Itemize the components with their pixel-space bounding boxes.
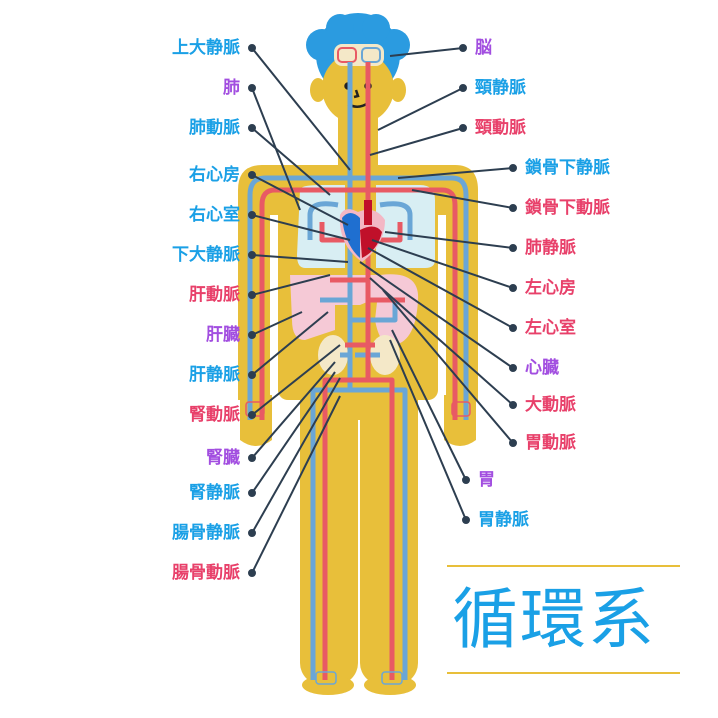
label-right-6: 左心房 xyxy=(525,278,576,298)
leader-dot xyxy=(459,44,467,52)
leader-line xyxy=(382,289,514,444)
leader-line xyxy=(369,127,464,156)
leader-line xyxy=(389,47,464,57)
label-left-10: 腎臓 xyxy=(206,448,240,468)
leader-line xyxy=(251,377,341,534)
leader-dot xyxy=(248,454,256,462)
leader-dot xyxy=(459,124,467,132)
label-left-11: 腎静脈 xyxy=(189,483,240,503)
title-rule-top xyxy=(447,565,680,567)
leader-dot xyxy=(248,331,256,339)
leader-dot xyxy=(248,84,256,92)
leader-line xyxy=(251,395,341,574)
title-rule-bottom xyxy=(447,672,680,674)
label-left-9: 腎動脈 xyxy=(189,405,240,425)
label-right-8: 心臓 xyxy=(525,358,559,378)
leader-dot xyxy=(248,291,256,299)
label-left-6: 肝動脈 xyxy=(189,285,240,305)
leader-dot xyxy=(509,244,517,252)
label-right-5: 肺静脈 xyxy=(525,238,576,258)
leader-line xyxy=(251,214,351,241)
leader-line xyxy=(397,167,514,179)
label-left-0: 上大静脈 xyxy=(172,38,240,58)
label-left-8: 肝静脈 xyxy=(189,365,240,385)
leader-line xyxy=(251,344,341,416)
leader-line xyxy=(251,371,336,494)
brain xyxy=(334,44,384,66)
label-left-4: 右心室 xyxy=(189,205,240,225)
leader-dot xyxy=(462,476,470,484)
leader-line xyxy=(377,87,464,131)
arteries xyxy=(259,62,458,680)
leader-dot xyxy=(509,401,517,409)
label-left-12: 腸骨静脈 xyxy=(172,523,240,543)
leader-line xyxy=(367,247,514,329)
leader-dot xyxy=(462,516,470,524)
label-left-2: 肺動脈 xyxy=(189,118,240,138)
leader-line xyxy=(251,361,336,459)
label-right-12: 胃静脈 xyxy=(478,510,529,530)
label-right-11: 胃 xyxy=(478,470,495,490)
leader-dot xyxy=(509,204,517,212)
leader-line xyxy=(371,239,514,289)
leader-line xyxy=(251,274,331,296)
leader-line xyxy=(411,189,514,209)
leader-line xyxy=(251,254,349,263)
leader-dot xyxy=(248,411,256,419)
leader-line xyxy=(251,174,349,226)
label-left-7: 肝臓 xyxy=(206,325,240,345)
leader-dot xyxy=(509,364,517,372)
leader-line xyxy=(384,231,514,249)
leader-dot xyxy=(248,251,256,259)
leader-line xyxy=(251,47,351,171)
label-right-4: 鎖骨下動脈 xyxy=(525,198,610,218)
leader-line xyxy=(369,277,514,406)
leader-dot xyxy=(248,529,256,537)
label-right-10: 胃動脈 xyxy=(525,433,576,453)
leader-dot xyxy=(509,164,517,172)
leader-line xyxy=(251,127,331,196)
leader-dot xyxy=(248,489,256,497)
veins xyxy=(247,62,469,680)
label-left-5: 下大静脈 xyxy=(172,245,240,265)
leader-line xyxy=(251,311,329,376)
leader-line xyxy=(359,261,514,369)
leader-line xyxy=(251,311,303,336)
leader-line xyxy=(391,329,467,481)
leader-dot xyxy=(248,371,256,379)
leader-dot xyxy=(509,439,517,447)
leader-dot xyxy=(248,124,256,132)
leader-line xyxy=(389,339,467,521)
label-right-1: 頸静脈 xyxy=(475,78,526,98)
label-left-13: 腸骨動脈 xyxy=(172,563,240,583)
leader-dot xyxy=(248,569,256,577)
leader-dot xyxy=(509,284,517,292)
leader-dot xyxy=(248,211,256,219)
label-right-9: 大動脈 xyxy=(525,395,576,415)
leader-dot xyxy=(248,44,256,52)
label-right-0: 脳 xyxy=(475,38,492,58)
label-right-2: 頸動脈 xyxy=(475,118,526,138)
label-right-3: 鎖骨下静脈 xyxy=(525,158,610,178)
leader-dot xyxy=(248,171,256,179)
label-left-3: 右心房 xyxy=(189,165,240,185)
label-right-7: 左心室 xyxy=(525,318,576,338)
leader-dot xyxy=(459,84,467,92)
leader-dot xyxy=(509,324,517,332)
label-left-1: 肺 xyxy=(223,78,240,98)
diagram-title: 循環系 xyxy=(452,581,656,658)
body-silhouette xyxy=(238,52,478,695)
